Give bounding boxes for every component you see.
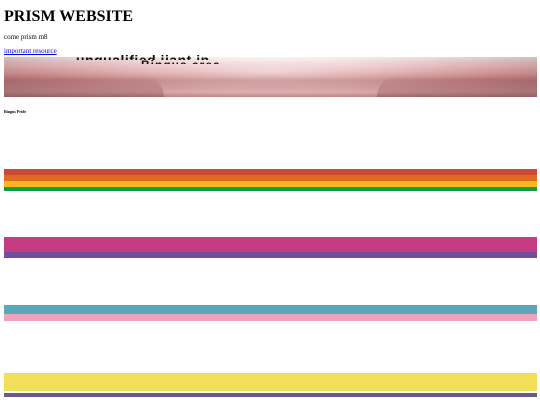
- important-resource-link[interactable]: important resource: [4, 47, 57, 55]
- banner-shadow-right: [377, 75, 537, 97]
- pride-flag-4: [4, 373, 537, 397]
- banner-caption-top: unqualified jiant in: [76, 53, 466, 60]
- flag-stripe: [4, 305, 537, 314]
- pride-flag-2: [4, 237, 537, 258]
- flag-stripe: [4, 175, 537, 181]
- flag-stripe: [4, 237, 537, 252]
- flag-stripe: [4, 187, 537, 191]
- flag-stripe: [4, 314, 537, 321]
- bingus-pride-label: Bingus Pride: [4, 109, 27, 114]
- banner-shade: [4, 57, 537, 97]
- banner-caption-bottom: Bingus area: [141, 59, 401, 64]
- flag-stripe: [4, 393, 537, 397]
- flag-stripe: [4, 252, 537, 258]
- tagline: come prism m8: [4, 33, 48, 41]
- pride-flag-3: [4, 305, 537, 321]
- pride-flag-1: [4, 169, 537, 191]
- site-title: PRISM WEBSITE: [4, 8, 134, 25]
- flag-stripe: [4, 169, 537, 175]
- banner-image: [4, 57, 537, 97]
- flag-stripe: [4, 391, 537, 393]
- banner-shadow-left: [4, 75, 164, 97]
- flag-stripe: [4, 373, 537, 391]
- flag-stripe: [4, 181, 537, 187]
